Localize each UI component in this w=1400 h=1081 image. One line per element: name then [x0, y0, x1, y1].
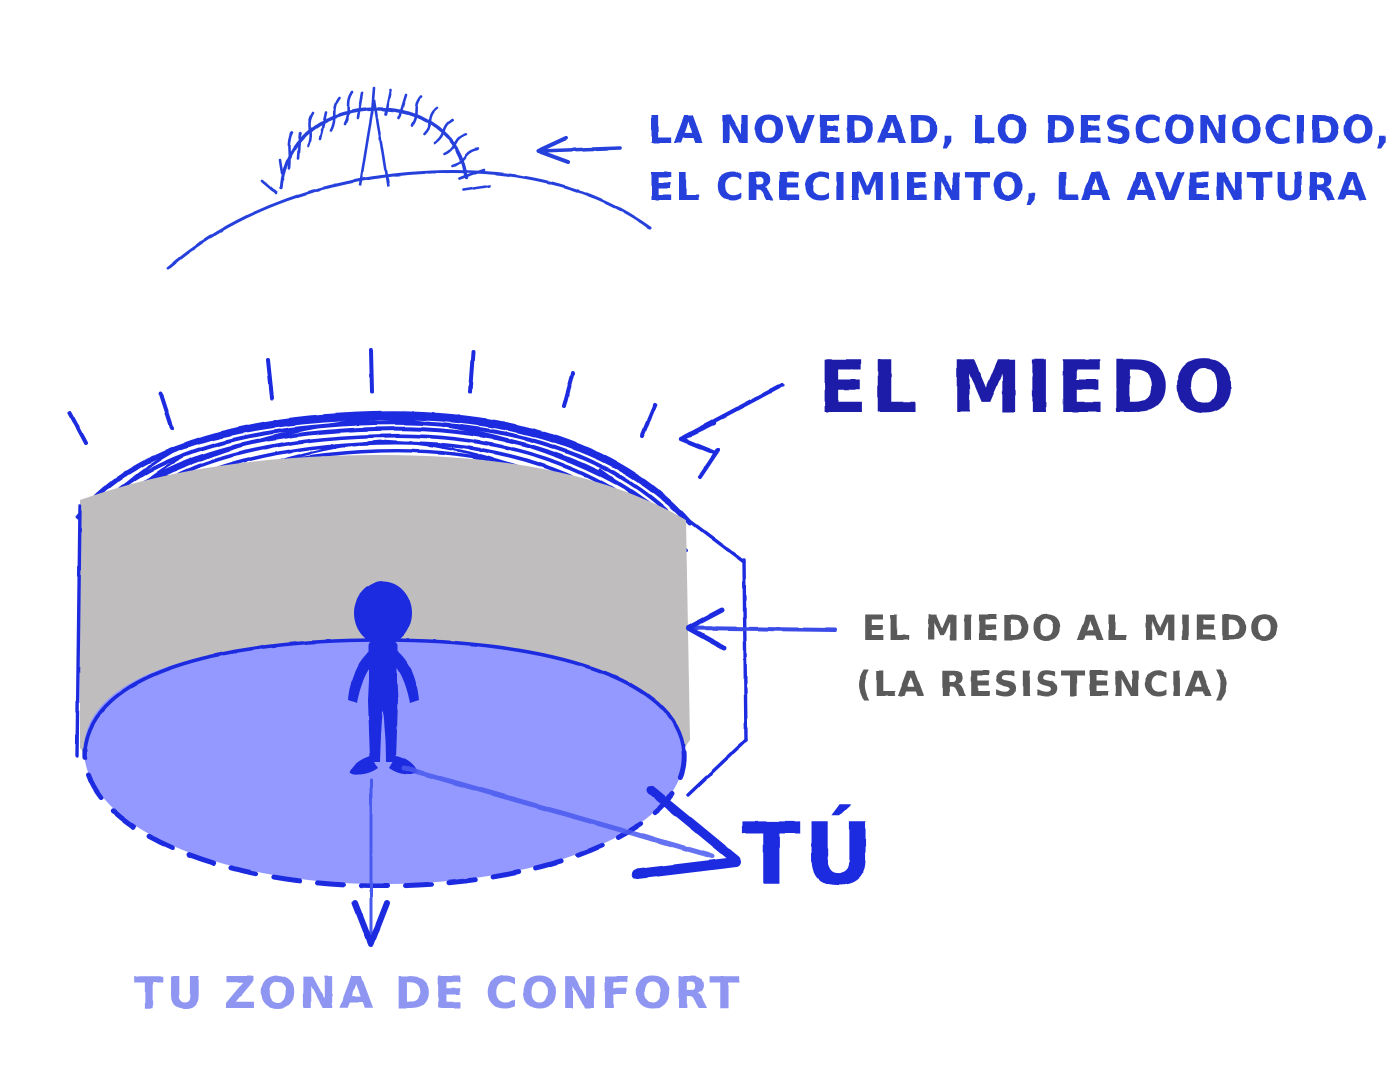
cylinder-outline	[75, 504, 748, 889]
resistance-label: EL MIEDO AL MIEDO (LA RESISTENCIA)	[856, 609, 1281, 705]
arrow-up-left-icon	[401, 765, 741, 879]
arrow-down-icon	[352, 778, 390, 947]
sunrise-icon	[166, 86, 652, 270]
fear-label-text: EL MIEDO	[818, 345, 1239, 429]
comfort-zone-label-text: TU ZONA DE CONFORT	[134, 968, 742, 1019]
fear-rays	[68, 348, 720, 479]
you-label-text: TÚ	[742, 804, 877, 905]
novelty-line-1: LA NOVEDAD, LO DESCONOCIDO,	[648, 108, 1391, 152]
novelty-line-2: EL CRECIMIENTO, LA AVENTURA	[648, 165, 1368, 209]
you-label: TÚ	[742, 804, 877, 905]
arrow-left-icon-resistance	[685, 607, 837, 651]
resistance-line-1: EL MIEDO AL MIEDO	[862, 609, 1281, 649]
novelty-label: LA NOVEDAD, LO DESCONOCIDO, EL CRECIMIEN…	[648, 108, 1391, 209]
fear-label: EL MIEDO	[818, 345, 1239, 429]
arrow-left-icon	[536, 136, 622, 164]
person-icon	[348, 581, 419, 775]
comfort-zone-label: TU ZONA DE CONFORT	[134, 968, 742, 1019]
comfort-zone-floor	[83, 640, 685, 884]
resistance-line-2: (LA RESISTENCIA)	[856, 665, 1231, 705]
arrow-down-left-icon	[678, 383, 784, 455]
